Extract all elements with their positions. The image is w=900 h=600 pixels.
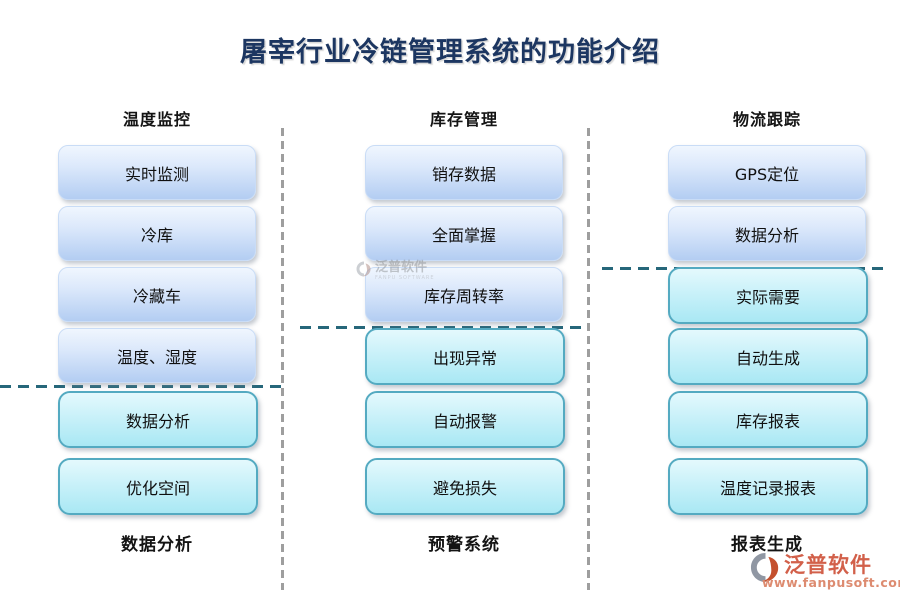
column-logistics-tracking: 物流跟踪 GPS定位 数据分析 实际需要 自动生成 库存报表 温度记录报表 报表… xyxy=(668,0,868,600)
function-box: GPS定位 xyxy=(668,145,866,200)
fanpu-logo-icon xyxy=(750,552,781,583)
column-divider-2 xyxy=(587,128,590,590)
column-header: 物流跟踪 xyxy=(732,110,801,129)
brand-logo: 泛普软件 www.fanpusoft.com xyxy=(748,549,900,593)
function-box: 冷藏车 xyxy=(58,267,256,322)
column-temperature-monitoring: 温度监控 实时监测 冷库 冷藏车 温度、湿度 数据分析 优化空间 数据分析 xyxy=(58,0,258,600)
column-inventory-management: 库存管理 销存数据 全面掌握 库存周转率 出现异常 自动报警 避免损失 预警系统 xyxy=(365,0,565,600)
function-box: 库存周转率 xyxy=(365,267,563,322)
function-box: 温度记录报表 xyxy=(668,458,868,515)
page-title: 屠宰行业冷链管理系统的功能介绍 xyxy=(240,37,660,68)
function-box: 冷库 xyxy=(58,206,256,261)
watermark-name: 泛普软件 xyxy=(375,260,428,275)
column-footer: 报表生成 xyxy=(731,535,803,555)
section-divider-col2 xyxy=(300,326,584,329)
center-watermark: 泛普软件 FANPU SOFTWARE xyxy=(356,261,435,281)
function-box: 全面掌握 xyxy=(365,206,563,261)
column-footer: 预警系统 xyxy=(428,535,500,555)
brand-name: 泛普软件 xyxy=(784,553,872,577)
column-header: 库存管理 xyxy=(429,110,498,129)
function-box: 销存数据 xyxy=(365,145,563,200)
function-box: 避免损失 xyxy=(365,458,565,515)
watermark-logo-icon xyxy=(356,261,372,281)
function-box: 库存报表 xyxy=(668,391,868,448)
function-box: 优化空间 xyxy=(58,458,258,515)
function-box: 数据分析 xyxy=(668,206,866,261)
column-footer: 数据分析 xyxy=(121,535,193,555)
column-header: 温度监控 xyxy=(122,110,191,129)
function-box: 自动报警 xyxy=(365,391,565,448)
function-box: 出现异常 xyxy=(365,328,565,385)
function-box: 温度、湿度 xyxy=(58,328,256,383)
function-box: 数据分析 xyxy=(58,391,258,448)
section-divider-col1 xyxy=(0,385,282,388)
function-box: 自动生成 xyxy=(668,328,868,385)
function-box: 实际需要 xyxy=(668,267,868,324)
column-divider-1 xyxy=(281,128,284,590)
brand-website: www.fanpusoft.com xyxy=(762,575,900,590)
function-box: 实时监测 xyxy=(58,145,256,200)
watermark-subtext: FANPU SOFTWARE xyxy=(375,275,435,281)
